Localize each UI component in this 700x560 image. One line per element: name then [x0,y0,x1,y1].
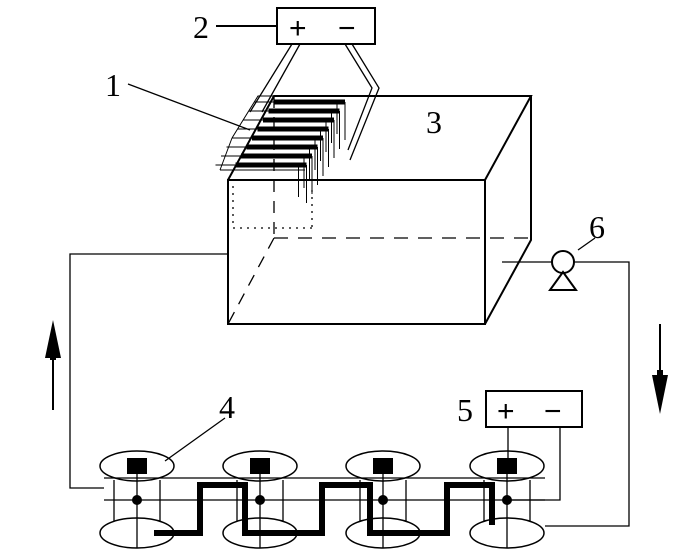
pump-body [551,250,575,274]
flow-arrow-down [652,324,668,414]
cell-terminal [373,458,393,474]
upper-supply-minus: − [338,12,356,45]
cell-unit [99,450,175,549]
label-4-leader [164,417,226,462]
cell-terminal [127,458,147,474]
electrode-plate [215,162,307,203]
label-5: 5 [457,392,473,428]
cell-terminal [497,458,517,474]
flow-arrow-up [45,320,61,410]
electrode-plate [248,108,340,149]
electrode-plate [226,144,318,185]
lower-supply-minus: − [544,395,562,428]
pump-base [548,270,578,291]
pipe-cells-to-tank [69,253,228,489]
electrode-plate [254,99,346,140]
serpentine-connector [154,482,495,536]
label-3: 3 [426,104,442,140]
cell-terminal [250,458,270,474]
cell-array [99,450,545,549]
label-2: 2 [193,9,209,45]
cell-node [132,495,142,505]
lower-power-supply: + − [485,390,583,428]
upper-supply-wires [249,43,380,161]
upper-power-supply: + − [276,7,376,45]
upper-supply-plus: + [289,12,307,45]
cell-node [378,495,388,505]
label-1: 1 [105,67,121,103]
cell-unit [469,450,545,549]
tank-right-face [484,96,532,325]
label-6: 6 [589,209,605,245]
label-6-leader [577,237,596,251]
tank-front-face [227,179,486,325]
cell-node [502,495,512,505]
cell-unit [345,450,421,549]
cell-node [255,495,265,505]
electrode-stack [215,95,346,203]
tank-hidden-bottom-left [227,237,275,325]
lower-supply-plus: + [497,395,515,428]
circulation-pipes [69,253,630,527]
pump [548,237,596,291]
label-1-leader [127,83,251,131]
pipe-pump-to-cells [545,261,630,527]
label-4: 4 [219,389,235,425]
